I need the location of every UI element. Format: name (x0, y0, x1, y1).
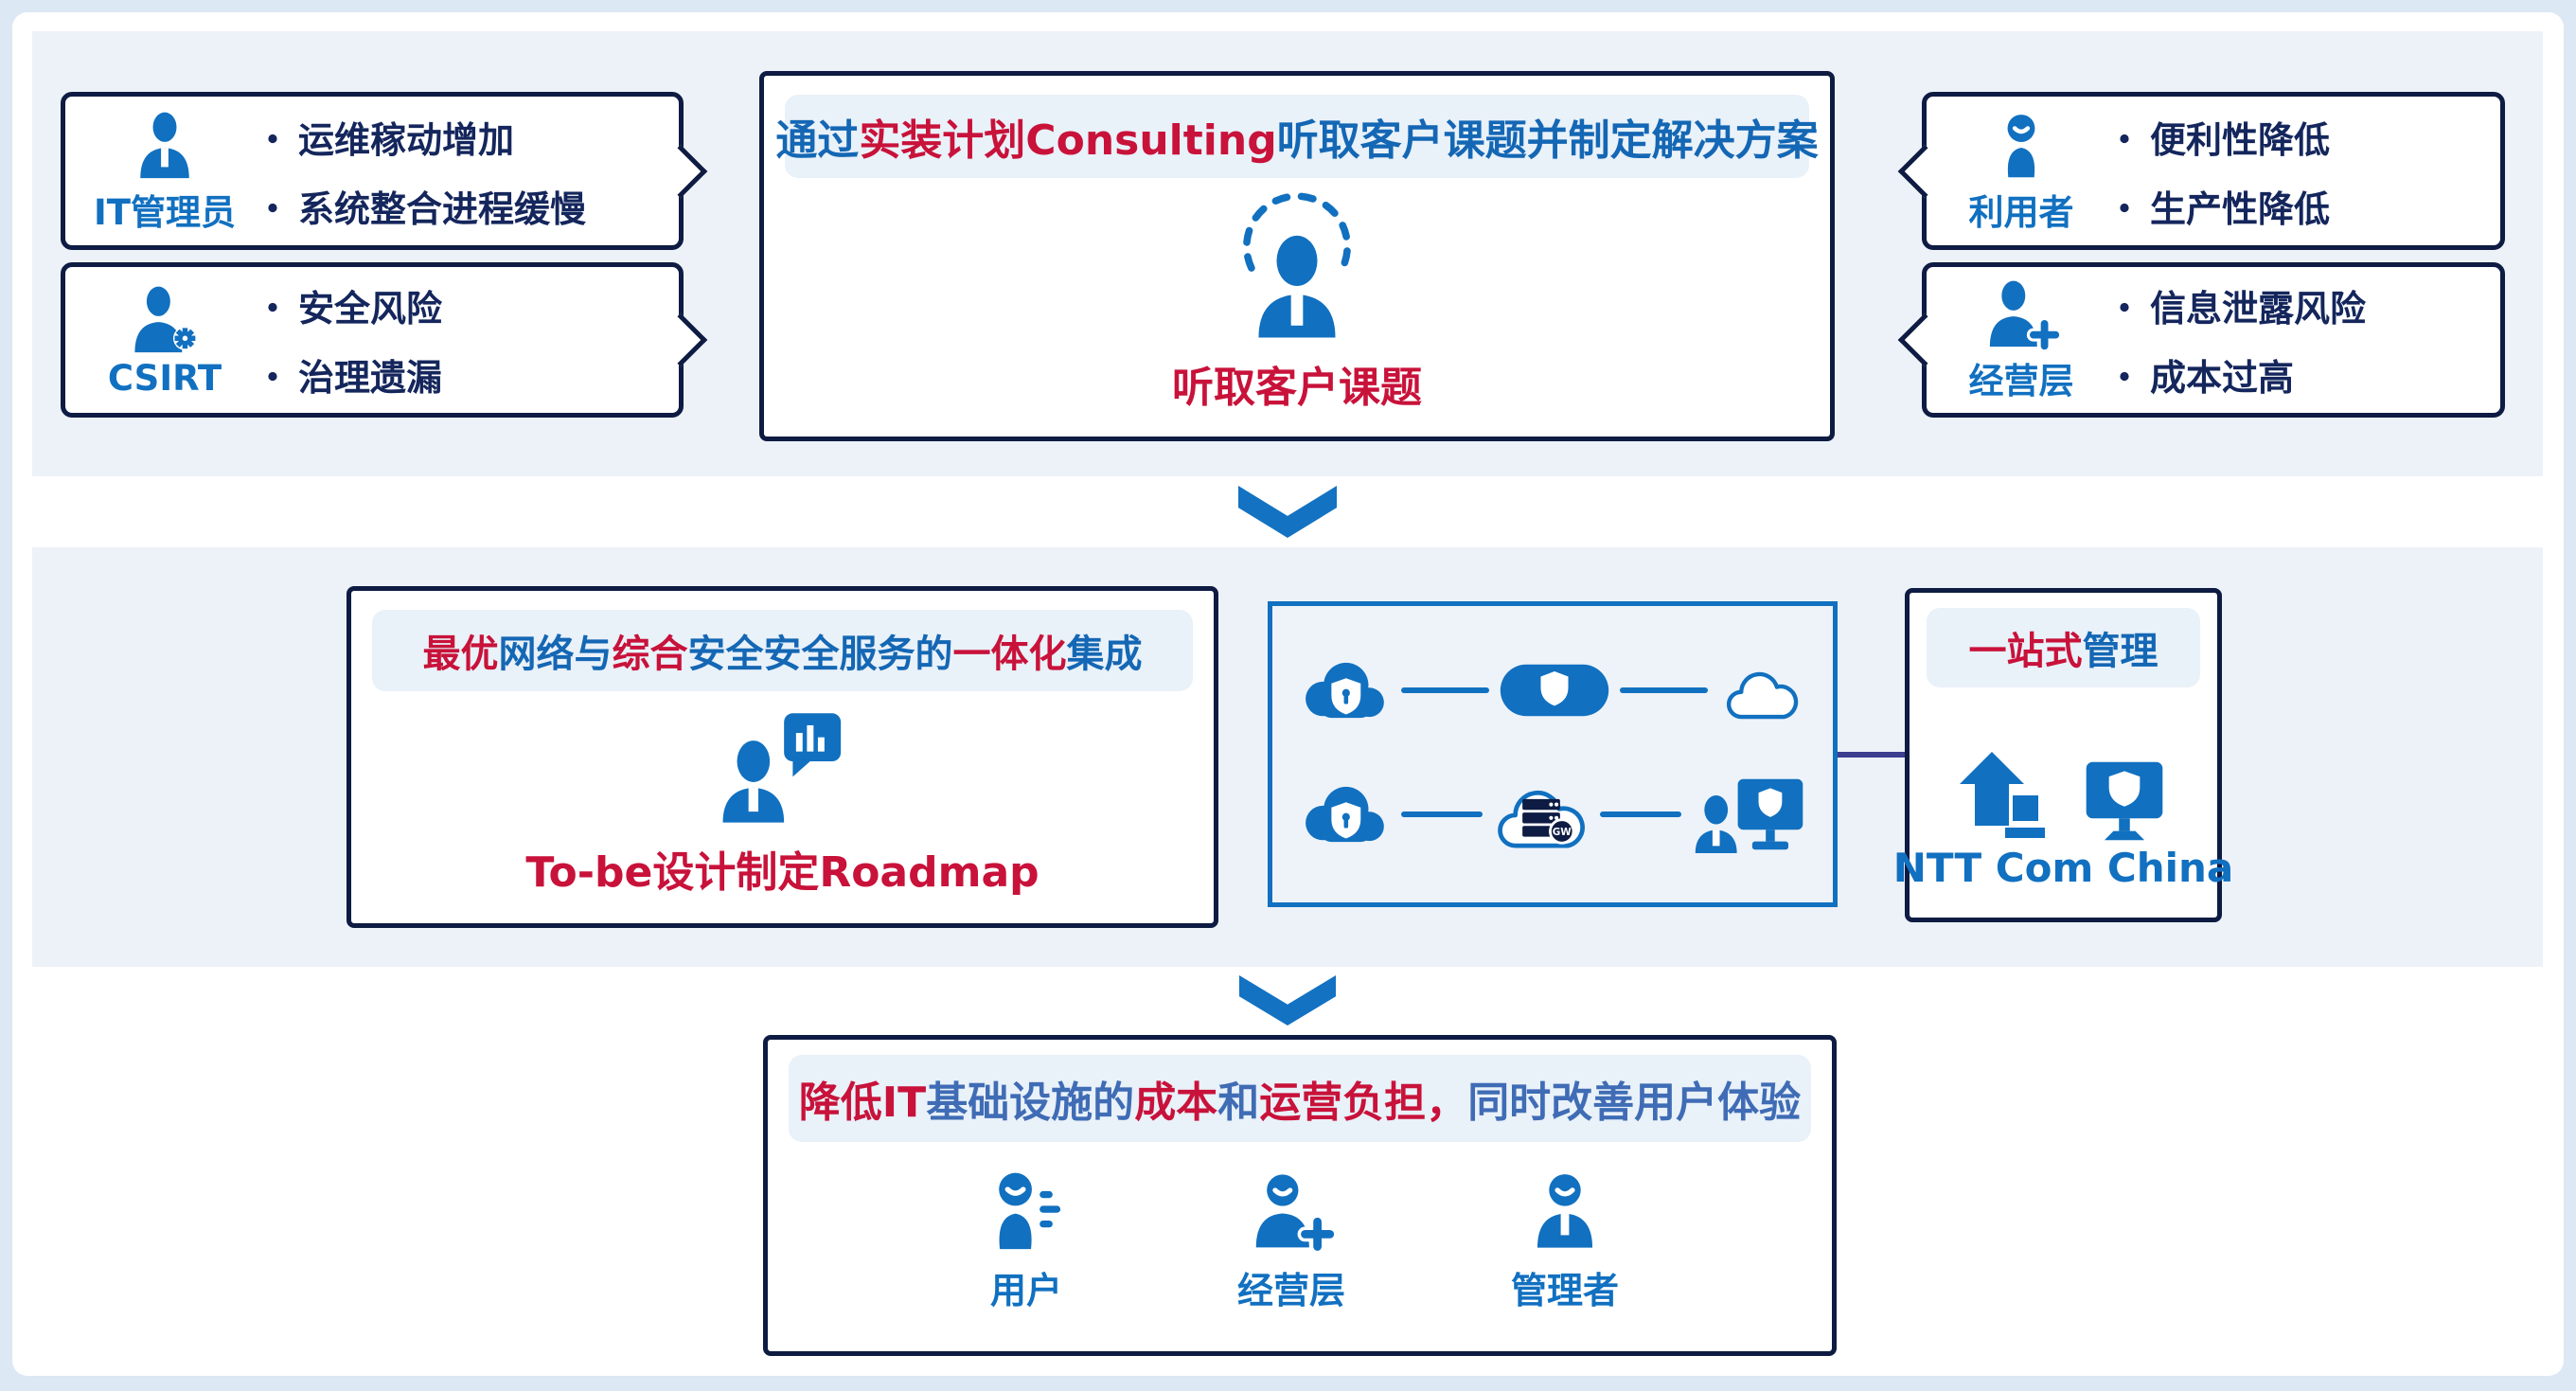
bubble-it-admin: IT管理员 ・运维稼动增加 ・系统整合进程缓慢 (61, 92, 708, 250)
stakeholder-group: 管理者 (1511, 1167, 1619, 1313)
listening-caption: 听取客户课题 (1172, 364, 1422, 412)
cloud-outline-icon (1726, 671, 1799, 719)
person-smile-icon (2007, 114, 2035, 177)
listening-icon-wrap (1225, 178, 1369, 353)
stakeholder-label: 管理者 (1511, 1270, 1620, 1311)
person-plus-icon (1989, 280, 2061, 350)
svg-text:GW: GW (1553, 828, 1572, 839)
onestop-title: 一站式管理 (1927, 608, 2200, 687)
user-list-icon (999, 1172, 1061, 1250)
bubble-users: 利用者 ・便利性降低 ・生产性降低 (1897, 92, 2505, 250)
stakeholder-group: 用户 (981, 1167, 1072, 1313)
bullet-list: ・信息泄露风险 ・成本过高 (2106, 279, 2366, 401)
person-plus-icon (1255, 1174, 1335, 1254)
bullet-item: ・成本过高 (2106, 357, 2295, 399)
onestop-box: 一站式管理 NTT Com China (1893, 588, 2233, 922)
bullet-item: ・安全风险 (255, 288, 443, 330)
monitor-shield-icon (2086, 761, 2162, 841)
bullet-list: ・安全风险 ・治理遗漏 (255, 279, 442, 401)
ntt-icons-row (1958, 687, 2170, 845)
role-label: 利用者 (1968, 191, 2074, 233)
bullet-item: ・生产性降低 (2106, 187, 2331, 230)
bullet-item: ・系统整合进程缓慢 (255, 187, 587, 230)
roadmap-caption: To-be设计制定Roadmap (525, 848, 1039, 897)
integration-title: 最优网络与综合安全安全服务的一体化集成 (372, 610, 1193, 691)
role-column: 经营层 (1936, 276, 2106, 403)
bullet-item: ・治理遗漏 (255, 357, 443, 399)
bullet-item: ・信息泄露风险 (2106, 288, 2367, 330)
network-diagram-box: GW (1268, 601, 1838, 907)
bullet-list: ・运维稼动增加 ・系统整合进程缓慢 (255, 111, 586, 232)
role-column: IT管理员 (75, 108, 255, 235)
diagram-link-line (1401, 811, 1483, 818)
bullet-list: ・便利性降低 ・生产性降低 (2106, 111, 2330, 232)
stakeholder-label: 用户 (989, 1270, 1062, 1311)
user-monitor-icon (1695, 779, 1803, 854)
stakeholders-row: 用户 经营层 管理者 (981, 1167, 1619, 1313)
bullet-item: ・运维稼动增加 (255, 118, 515, 161)
integration-box: 最优网络与综合安全安全服务的一体化集成 To-be设计制定Roadmap (346, 586, 1218, 928)
bubble-csirt: CSIRT ・安全风险 ・治理遗漏 (61, 262, 708, 418)
stakeholder-group: 经营层 (1237, 1167, 1345, 1313)
person-gear-icon (134, 286, 197, 352)
connector-line (1838, 752, 1905, 758)
person-tie-icon (1537, 1174, 1593, 1248)
role-label: 经营层 (1968, 361, 2074, 401)
diagram-link-line (1600, 811, 1681, 818)
building-upload-icon (1959, 752, 2045, 838)
consultant-chart-icon (722, 713, 841, 823)
role-label: CSIRT (107, 357, 222, 399)
role-label: IT管理员 (93, 191, 236, 233)
role-column: 利用者 (1936, 108, 2106, 235)
listening-person-icon (1243, 192, 1351, 338)
cloud-shield-icon (1306, 662, 1384, 718)
bubble-management: 经营层 ・信息泄露风险 ・成本过高 (1897, 262, 2505, 418)
diagram-link-line (1620, 687, 1708, 693)
gw-badge (1549, 818, 1575, 845)
consultant-icon-wrap (712, 691, 854, 838)
diagram-row-1 (1272, 653, 1833, 727)
ntt-brand: NTT Com China (1892, 845, 2234, 891)
person-tie-icon (140, 112, 189, 178)
stakeholder-label: 经营层 (1236, 1270, 1345, 1311)
diagram-row-2: GW (1272, 774, 1833, 855)
cloud-gateway-icon: GW (1498, 791, 1585, 848)
diagram-link-line (1401, 687, 1489, 693)
role-column: CSIRT (75, 282, 255, 399)
bullet-item: ・便利性降低 (2106, 118, 2331, 161)
cloud-shield-icon (1306, 787, 1384, 843)
shield-pill-icon (1500, 664, 1609, 716)
